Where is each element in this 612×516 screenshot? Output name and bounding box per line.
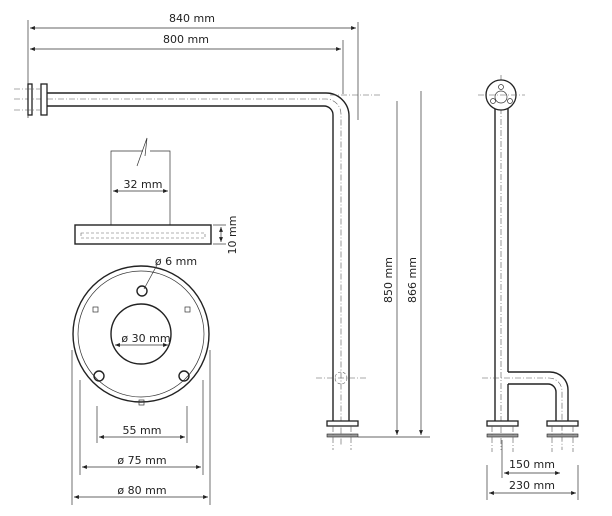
flange-plan bbox=[71, 264, 211, 505]
dim-866-label: 866 mm bbox=[406, 257, 419, 303]
dim-55-label: 55 mm bbox=[123, 424, 162, 437]
dim-75-label: ø 75 mm bbox=[117, 454, 166, 467]
dim-800-label: 800 mm bbox=[163, 33, 209, 46]
side-view bbox=[14, 20, 430, 450]
wall-flange bbox=[40, 83, 48, 116]
dim-10-label: 10 mm bbox=[226, 216, 239, 255]
section-detail bbox=[74, 137, 226, 245]
dim-30-label: ø 30 mm bbox=[121, 332, 170, 345]
base-plate bbox=[74, 224, 212, 245]
dim-840-label: 840 mm bbox=[169, 12, 215, 25]
dim-230-label: 230 mm bbox=[509, 479, 555, 492]
dim-150-label: 150 mm bbox=[509, 458, 555, 471]
dim-6-label: ø 6 mm bbox=[155, 255, 197, 268]
pipe-inner bbox=[47, 105, 334, 421]
pipe-outer bbox=[47, 92, 350, 421]
front-view bbox=[478, 75, 579, 500]
floor-flange bbox=[326, 420, 359, 427]
dim-80-label: ø 80 mm bbox=[117, 484, 166, 497]
dim-850-label: 850 mm bbox=[382, 257, 395, 303]
dim-32-label: 32 mm bbox=[124, 178, 163, 191]
